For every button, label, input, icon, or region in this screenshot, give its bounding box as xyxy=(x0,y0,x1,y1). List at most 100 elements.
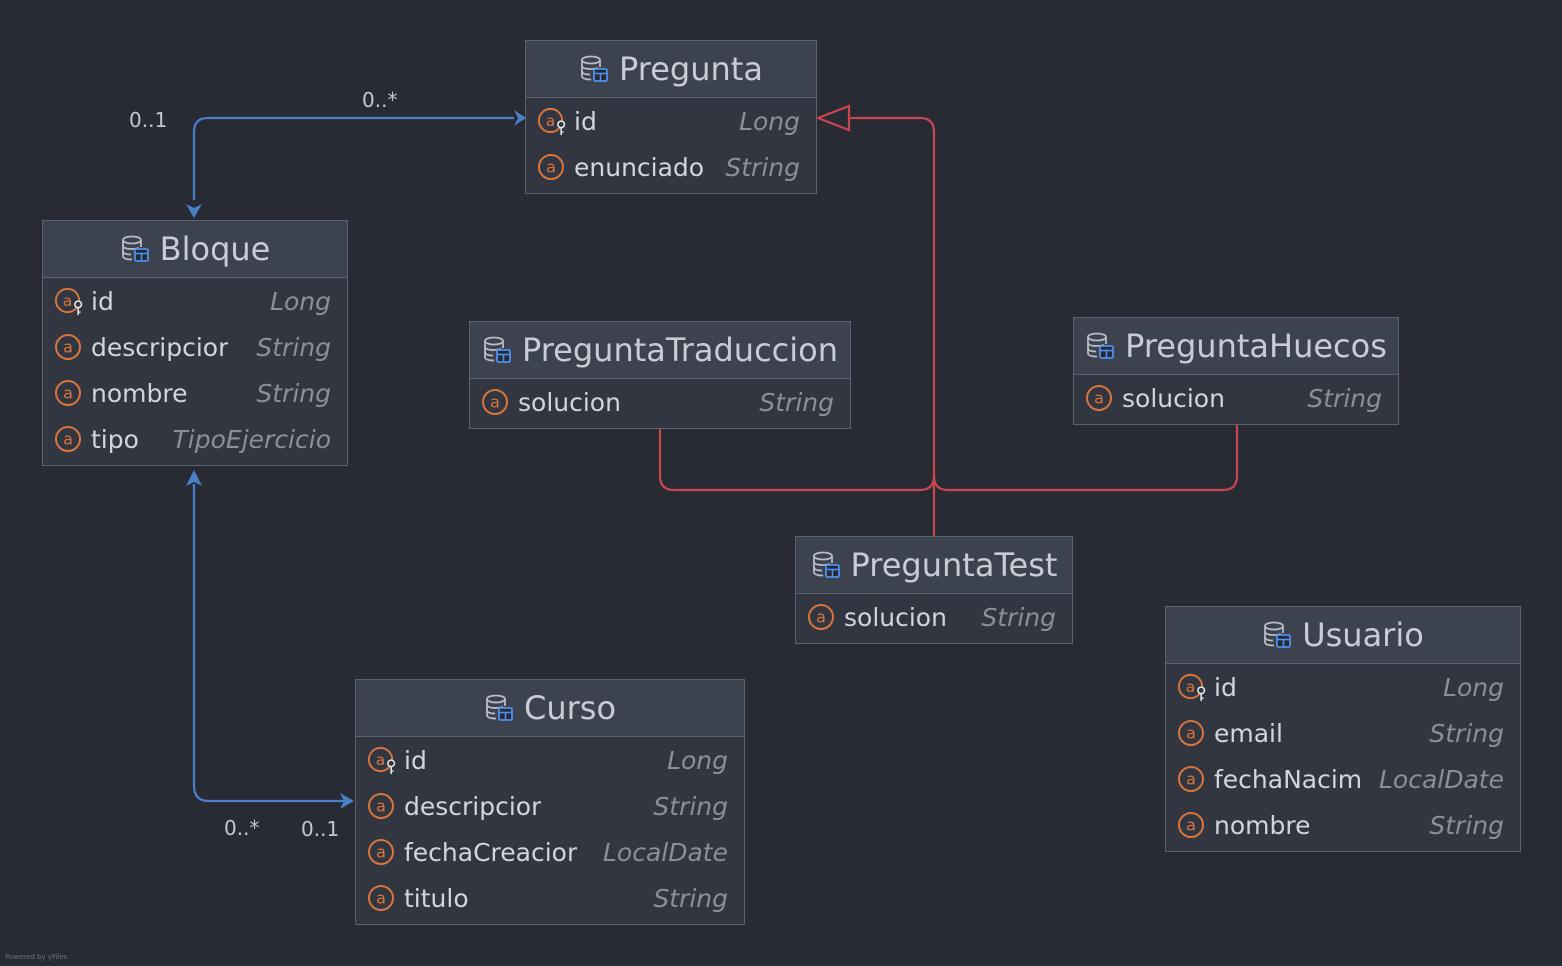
attribute-a-icon: a xyxy=(368,793,394,819)
attribute-name: id xyxy=(574,106,597,136)
key-attribute-icon: a xyxy=(537,107,566,136)
attribute-type: String xyxy=(256,332,331,362)
attribute-a-icon: a xyxy=(1086,385,1112,411)
inheritance-triangle xyxy=(814,104,851,132)
entity-header[interactable]: Bloque xyxy=(43,221,347,278)
arrowhead-curso xyxy=(340,793,354,809)
attribute-name: nombre xyxy=(91,378,188,408)
arrowhead-bloque-top xyxy=(186,204,202,218)
attribute-a-icon: a xyxy=(55,426,81,452)
attribute-a-icon: a xyxy=(1178,766,1204,792)
svg-text:a: a xyxy=(546,112,555,130)
attribute-type: String xyxy=(653,883,728,913)
attribute-type: LocalDate xyxy=(603,837,728,867)
database-table-icon xyxy=(484,336,511,363)
attribute-name: id xyxy=(91,286,114,316)
attribute-name: solucion xyxy=(844,602,947,632)
svg-text:a: a xyxy=(63,430,73,449)
key-attribute-icon: a xyxy=(367,746,396,775)
database-table-icon xyxy=(812,551,840,578)
svg-text:a: a xyxy=(63,338,73,357)
database-table-icon xyxy=(1087,332,1115,359)
attribute-name: nombre xyxy=(1214,810,1311,840)
attribute-type: String xyxy=(1429,810,1504,840)
database-table-icon xyxy=(121,235,149,262)
attribute-name: tipo xyxy=(91,424,139,454)
key-attribute-icon: a xyxy=(54,287,83,316)
attribute-name: fechaNacim xyxy=(1214,764,1363,794)
attribute-type: Long xyxy=(667,745,728,775)
attribute-a-icon: a xyxy=(368,839,394,865)
attribute-name: id xyxy=(404,745,427,775)
footer-credit: Powered by yFiles xyxy=(5,953,68,961)
entity-title: Pregunta xyxy=(619,50,763,88)
database-table-icon xyxy=(581,55,608,82)
entity-header[interactable]: PreguntaHuecos xyxy=(1074,318,1398,375)
attribute-a-icon: a xyxy=(808,604,834,630)
attribute-name: id xyxy=(1214,672,1237,702)
entity-title: PreguntaHuecos xyxy=(1125,327,1387,365)
multiplicity-bloque-pregunta-target: 0..* xyxy=(362,88,398,112)
svg-text:a: a xyxy=(1094,389,1104,408)
database-table-icon xyxy=(1264,621,1292,648)
entity-title: Curso xyxy=(523,689,617,727)
attribute-a-icon: a xyxy=(538,154,564,180)
multiplicity-bloque-curso-target: 0..1 xyxy=(301,817,340,841)
association-bloque-curso[interactable] xyxy=(186,470,354,809)
attribute-type: String xyxy=(653,791,728,821)
attribute-a-icon: a xyxy=(55,380,81,406)
entity-header[interactable]: Usuario xyxy=(1166,607,1520,664)
attribute-row[interactable]: a id Long xyxy=(356,737,744,783)
entity-header[interactable]: Curso xyxy=(356,680,744,737)
attribute-name: enunciado xyxy=(574,152,705,182)
svg-text:a: a xyxy=(63,292,72,310)
attribute-type: TipoEjercicio xyxy=(172,424,331,454)
svg-text:a: a xyxy=(490,393,500,412)
attribute-row[interactable]: a descripcior String xyxy=(356,783,744,829)
attribute-type: String xyxy=(1429,718,1504,748)
inheritance-tree[interactable] xyxy=(658,104,1239,536)
svg-text:a: a xyxy=(1186,816,1196,835)
svg-text:a: a xyxy=(376,751,385,769)
association-bloque-pregunta[interactable] xyxy=(186,110,526,218)
entity-header[interactable]: PreguntaTraduccion xyxy=(470,322,850,379)
attribute-type: Long xyxy=(1443,672,1504,702)
svg-text:a: a xyxy=(63,384,73,403)
attribute-name: email xyxy=(1214,718,1283,748)
entity-title: PreguntaTraduccion xyxy=(521,331,839,369)
attribute-a-icon: a xyxy=(55,334,81,360)
entity-header[interactable]: Pregunta xyxy=(526,41,816,98)
attribute-type: String xyxy=(1307,383,1382,413)
entity-title: Bloque xyxy=(159,230,271,268)
attribute-name: solucion xyxy=(518,387,621,417)
entity-title: Usuario xyxy=(1302,616,1424,654)
svg-text:a: a xyxy=(1186,724,1196,743)
key-attribute-icon: a xyxy=(1177,673,1206,702)
attribute-name: descripcior xyxy=(404,791,542,821)
entity-header[interactable]: PreguntaTest xyxy=(796,537,1072,594)
